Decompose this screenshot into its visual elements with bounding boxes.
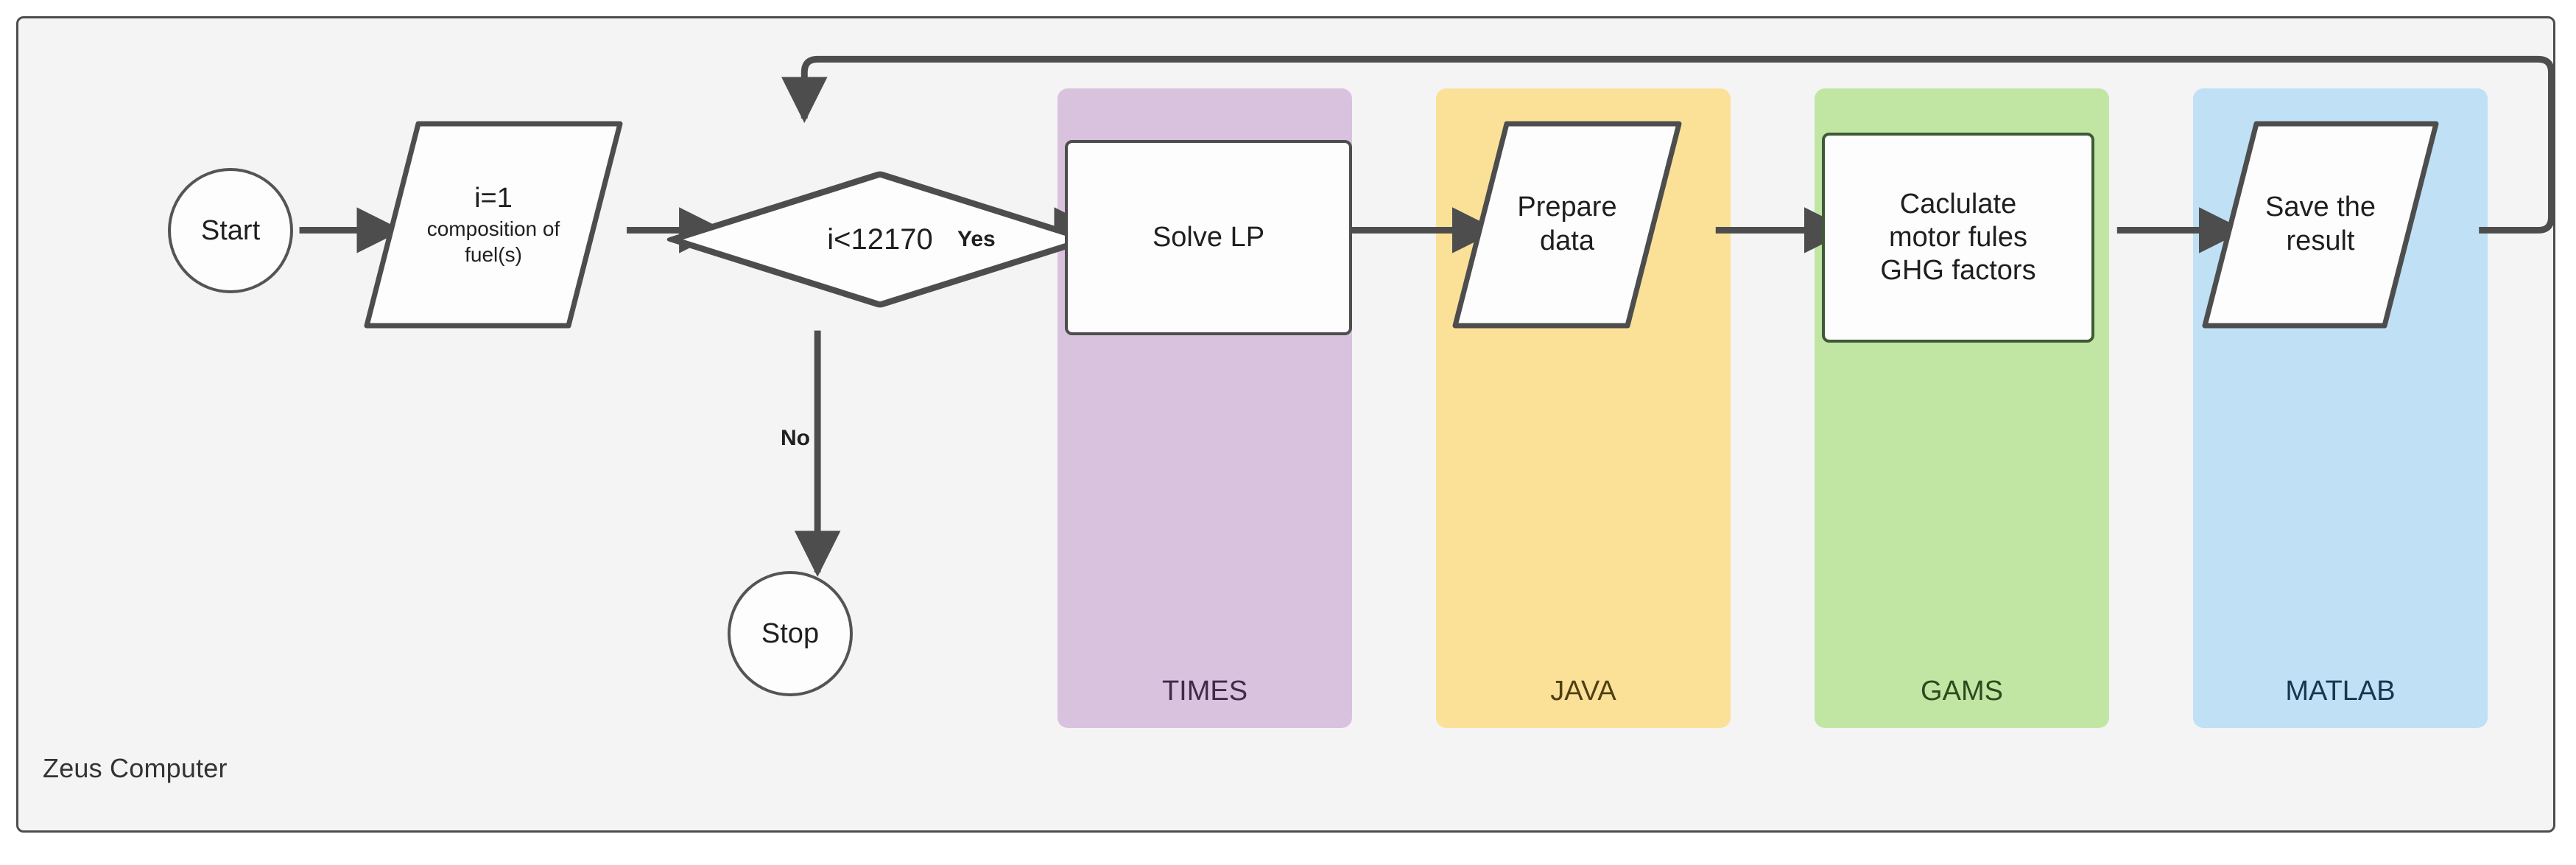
node-save-line1: Save the	[2265, 192, 2376, 223]
parallelogram-shape	[2202, 121, 2439, 329]
container-label: Zeus Computer	[43, 753, 228, 783]
parallelogram-shape	[364, 121, 623, 329]
node-prepare-data[interactable]: Prepare data	[1449, 118, 1685, 332]
node-calculate-line2: motor fules	[1889, 222, 2027, 253]
swimlane-label-java: JAVA	[1550, 676, 1616, 707]
node-save-line2: result	[2286, 225, 2355, 256]
node-decision-loop-condition[interactable]: i<12170	[663, 169, 1097, 309]
node-init-line1: i=1	[474, 183, 513, 214]
edge-label-yes: Yes	[957, 227, 996, 251]
node-calculate-line1: Caclulate	[1899, 189, 2017, 220]
node-solve-lp[interactable]: Solve LP	[1065, 140, 1352, 335]
node-save-text: Save the result	[2199, 118, 2442, 332]
node-stop-label: Stop	[761, 617, 820, 649]
node-start-label: Start	[200, 214, 261, 246]
node-init-text: i=1 composition of fuel(s)	[361, 118, 626, 332]
node-calculate-line3: GHG factors	[1880, 254, 2036, 286]
node-decision-label: i<12170	[827, 223, 933, 256]
diamond-shape	[666, 171, 1094, 308]
node-prepare-text: Prepare data	[1449, 118, 1685, 332]
node-init-line3: fuel(s)	[465, 242, 522, 266]
node-calculate-text: Caclulate motor fules GHG factors	[1880, 188, 2035, 287]
node-init-line2: composition of	[426, 217, 560, 240]
node-start[interactable]: Start	[168, 168, 293, 293]
node-save-the-result[interactable]: Save the result	[2199, 118, 2442, 332]
edge-label-no: No	[781, 426, 810, 450]
node-prepare-line1: Prepare	[1517, 192, 1617, 223]
node-init-composition[interactable]: i=1 composition of fuel(s)	[361, 118, 626, 332]
node-calculate-ghg-factors[interactable]: Caclulate motor fules GHG factors	[1822, 133, 2094, 343]
node-stop[interactable]: Stop	[728, 571, 853, 696]
swimlane-label-times: TIMES	[1161, 676, 1248, 707]
swimlane-label-gams: GAMS	[1921, 676, 2003, 707]
swimlane-label-matlab: MATLAB	[2285, 676, 2396, 707]
node-prepare-line2: data	[1540, 225, 1594, 256]
parallelogram-shape	[1452, 121, 1682, 329]
node-solve-lp-label: Solve LP	[1152, 222, 1265, 253]
